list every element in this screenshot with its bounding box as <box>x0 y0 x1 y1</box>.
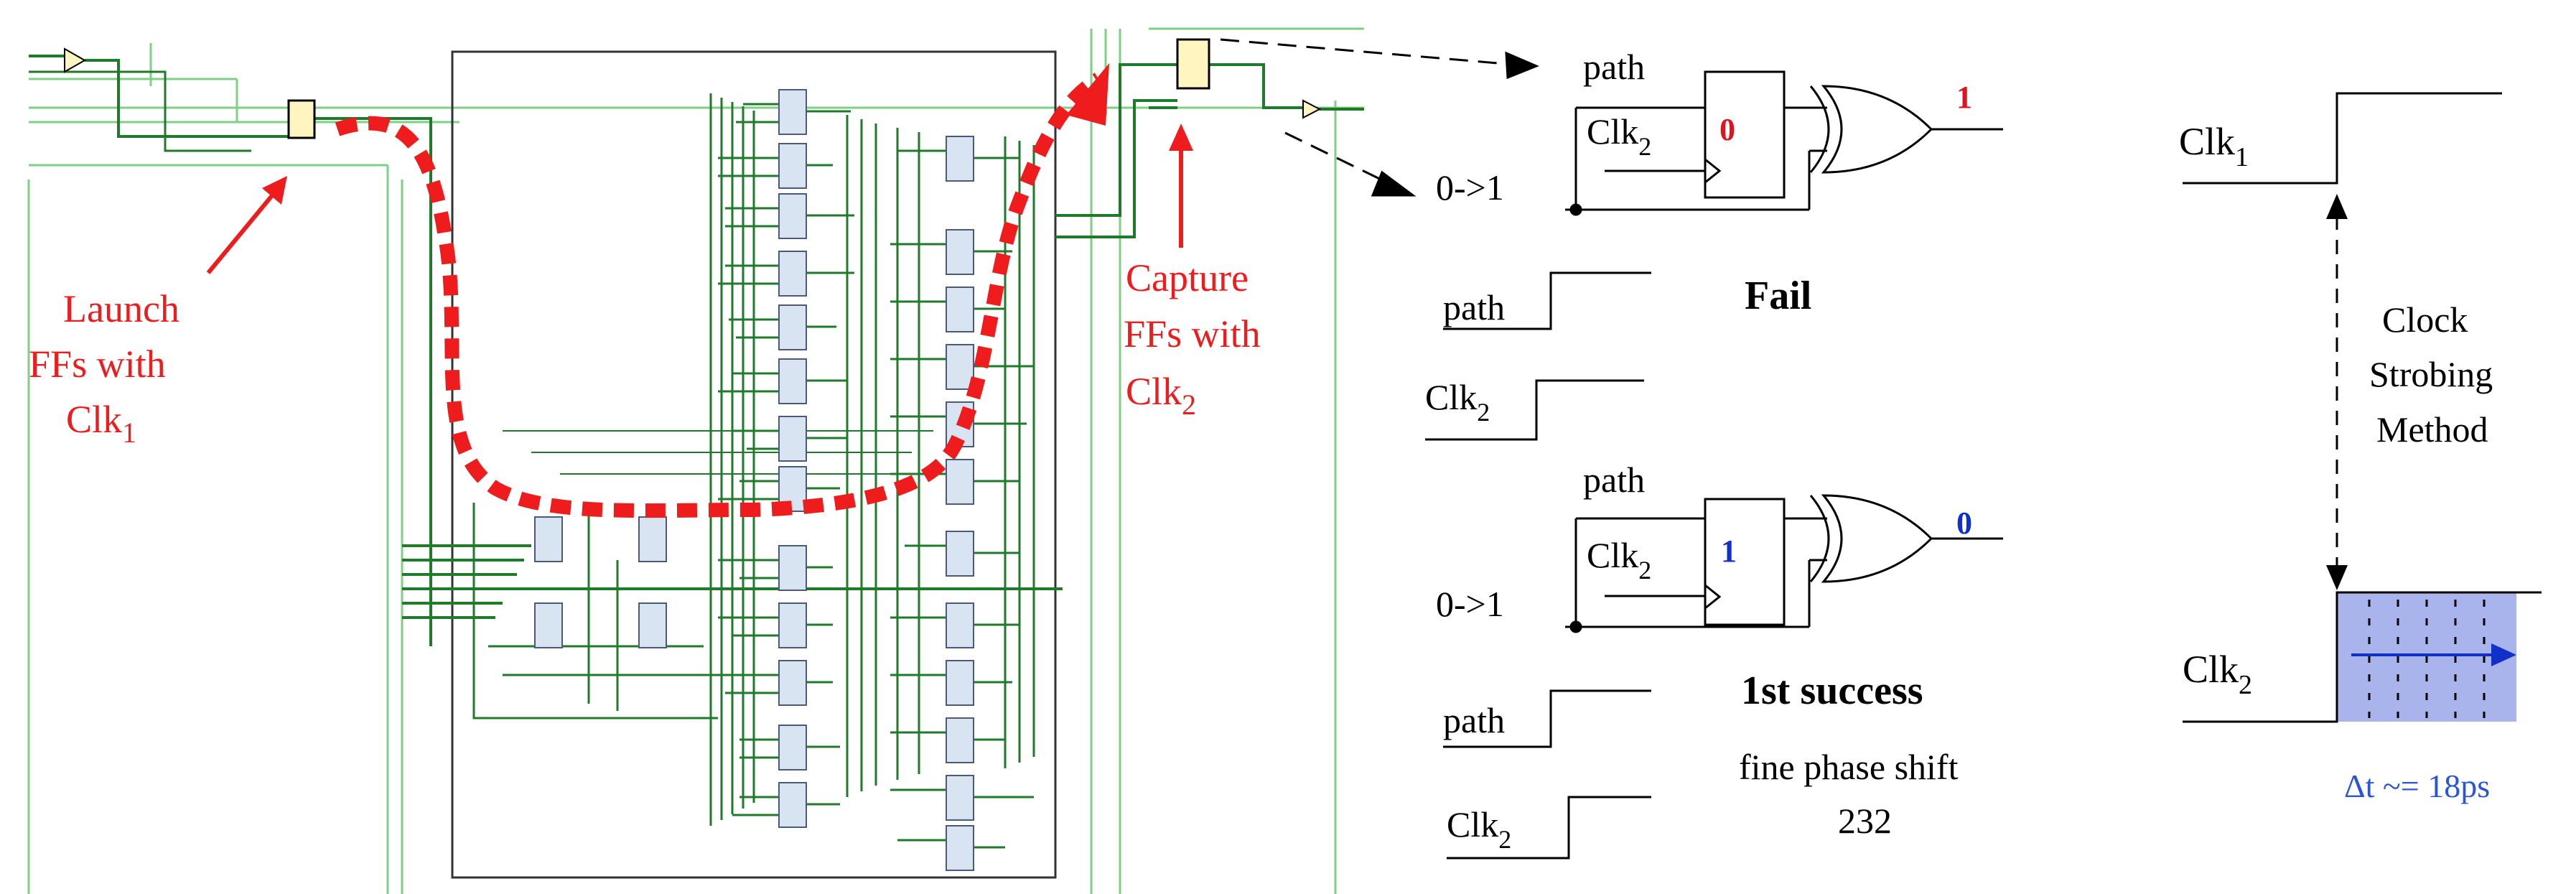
logic-cell <box>778 660 807 706</box>
fail-wave-clk <box>1425 379 1644 441</box>
fail-ff <box>1704 70 1786 199</box>
success-wave-clk-label: Clk2 <box>1447 804 1511 854</box>
fine-phase-shift-label: fine phase shift <box>1739 747 1959 787</box>
launch-arrow <box>206 189 279 274</box>
success-wave-path <box>1443 689 1651 748</box>
logic-cell <box>778 251 807 297</box>
logic-cell <box>778 89 807 135</box>
logic-cell <box>534 602 563 648</box>
success-xor-gate <box>1821 494 1933 583</box>
logic-cell <box>778 782 807 828</box>
success-wave-path-label: path <box>1443 700 1505 740</box>
logic-cell <box>946 459 974 505</box>
fail-xor-output: 1 <box>1956 80 1972 115</box>
success-ff-value: 1 <box>1721 534 1737 569</box>
method-label: Clock Strobing Method <box>2369 299 2502 450</box>
fail-case <box>1565 70 2003 216</box>
strobe-sweep-arrowhead <box>2491 643 2516 666</box>
fail-input-label: 0->1 <box>1436 167 1504 208</box>
strobe-arrow-up <box>2326 194 2348 219</box>
zoom-pointers <box>1220 38 1539 197</box>
fail-result: Fail <box>1745 274 1811 318</box>
success-xor-output: 0 <box>1956 506 1972 541</box>
logic-cell <box>638 516 667 562</box>
logic-cell <box>946 775 974 821</box>
strobe-arrow-down <box>2326 565 2348 590</box>
logic-cell <box>778 304 807 350</box>
clk1-waveform <box>2183 92 2502 185</box>
critical-path-arrowhead <box>1066 63 1109 126</box>
clk2-label: Clk2 <box>2183 648 2252 700</box>
logic-cell <box>778 725 807 770</box>
critical-path-highlight <box>335 73 1103 518</box>
input-buffer <box>64 47 87 73</box>
logic-cell <box>946 344 974 390</box>
fail-wave-path-label: path <box>1443 287 1505 327</box>
fine-phase-shift-value: 232 <box>1838 801 1892 841</box>
output-buffer <box>1302 99 1322 119</box>
launch-arrowhead <box>262 176 287 205</box>
module-box <box>451 50 1057 879</box>
logic-cell <box>778 545 807 591</box>
logic-cell <box>946 825 974 871</box>
logic-cell <box>778 602 807 648</box>
fail-ff-value: 0 <box>1719 112 1735 147</box>
logic-cell <box>946 660 974 706</box>
launch-ff <box>287 99 316 139</box>
logic-cell <box>778 416 807 462</box>
logic-cell <box>946 602 974 648</box>
success-case <box>1565 494 2003 633</box>
success-path-label: path <box>1583 460 1645 500</box>
success-input-label: 0->1 <box>1436 584 1504 624</box>
fail-wave-clk-label: Clk2 <box>1425 377 1490 427</box>
delta-t-label: Δt ~= 18ps <box>2344 768 2490 804</box>
clk2-waveform <box>2183 591 2542 723</box>
logic-cell <box>946 717 974 763</box>
fail-wave-path <box>1443 271 1651 330</box>
logic-cell <box>778 358 807 404</box>
launch-label: Launch FFs with Clk1 <box>29 287 189 449</box>
logic-cell <box>946 136 974 182</box>
logic-cell <box>534 516 563 562</box>
capture-ff <box>1176 38 1210 90</box>
capture-label: Capture FFs with Clk2 <box>1124 256 1270 421</box>
logic-cell <box>778 193 807 239</box>
success-clk-label: Clk2 <box>1587 535 1651 585</box>
schematic-panel: Launch FFs with Clk1 Capture FFs with Cl… <box>27 27 1364 894</box>
logic-cell <box>778 143 807 189</box>
success-ff <box>1704 498 1786 626</box>
logic-cell <box>946 531 974 577</box>
capture-arrowhead <box>1169 124 1193 151</box>
success-result: 1st success <box>1741 669 1923 713</box>
fail-path-label: path <box>1583 47 1645 87</box>
success-wave-clk <box>1447 796 1651 860</box>
fail-clk-label: Clk2 <box>1587 111 1651 161</box>
clk1-label: Clk1 <box>2179 120 2249 172</box>
logic-cell <box>638 602 667 648</box>
fail-xor-gate <box>1821 85 1933 174</box>
logic-cell <box>946 229 974 275</box>
logic-cell <box>946 287 974 332</box>
